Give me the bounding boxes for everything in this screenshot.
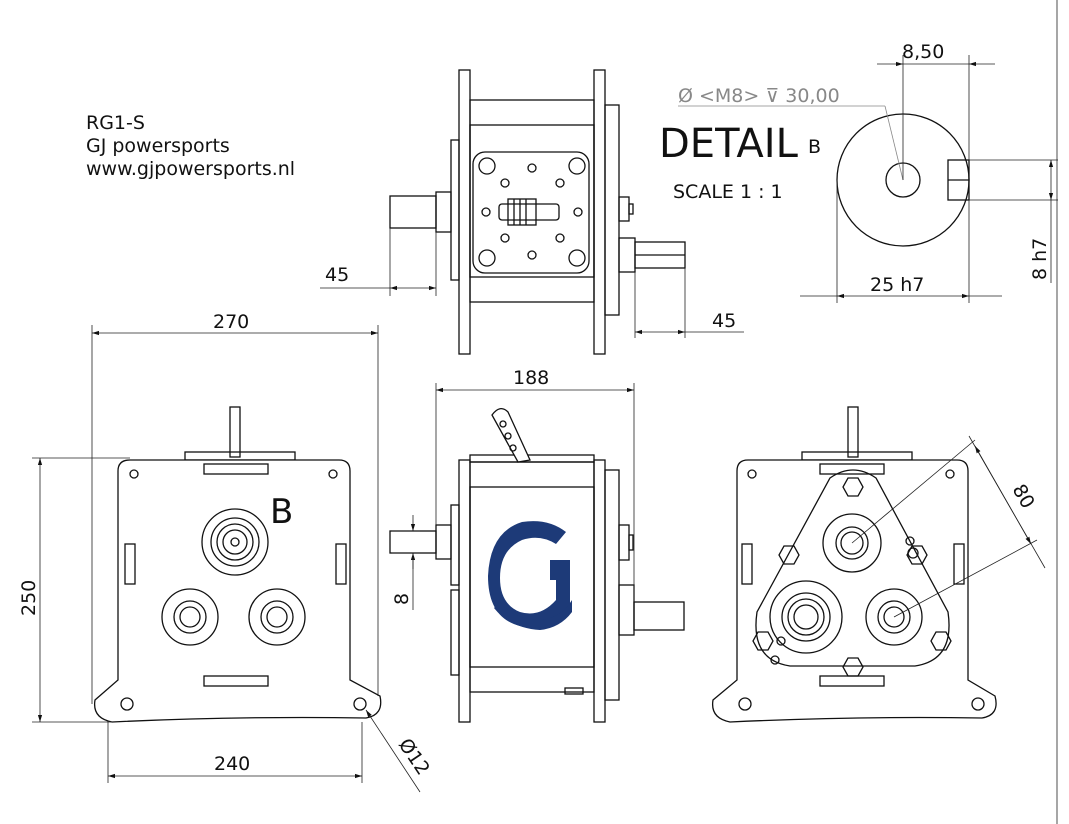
front-upper-bearing (201, 508, 269, 576)
dim-side-188: 188 (435, 367, 635, 602)
dim-base-240: 240 (107, 722, 363, 783)
dim-hole-12: Ø12 (365, 709, 434, 793)
dim-top-left-45: 45 (320, 228, 437, 296)
detail-callout: B (270, 492, 293, 532)
front-lower-right-bearing (248, 588, 306, 646)
svg-text:45: 45 (325, 264, 349, 286)
svg-text:25 h7: 25 h7 (870, 274, 924, 296)
detail-letter: B (808, 136, 821, 158)
detail-heading: DETAIL (659, 121, 799, 167)
dim-width-270: 270 (91, 311, 379, 704)
model-name: RG1-S (86, 112, 145, 134)
title-block: RG1-S GJ powersports www.gjpowersports.n… (86, 112, 295, 180)
top-view (389, 69, 686, 355)
detail-b: DETAIL B SCALE 1 : 1 Ø <M8> ⊽ 30,00 8,50… (659, 41, 1058, 303)
shift-lever (491, 408, 531, 463)
front-lower-left-bearing (161, 588, 219, 646)
svg-text:240: 240 (214, 753, 250, 775)
svg-text:Ø12: Ø12 (394, 734, 434, 779)
dim-top-right-45: 45 (634, 268, 744, 338)
svg-text:80: 80 (1008, 481, 1039, 513)
rear-view (711, 406, 997, 723)
svg-text:250: 250 (18, 580, 40, 616)
side-view (389, 408, 685, 723)
dim-height-250: 250 (18, 457, 130, 723)
rear-lower-left-bearing (769, 580, 843, 654)
svg-text:8: 8 (391, 593, 413, 605)
svg-text:8 h7: 8 h7 (1029, 238, 1051, 280)
gj-logo (488, 521, 572, 630)
svg-text:270: 270 (213, 311, 249, 333)
dim-side-8: 8 (391, 515, 420, 610)
svg-text:8,50: 8,50 (902, 41, 944, 63)
rear-upper-bearing (822, 513, 882, 573)
svg-text:45: 45 (712, 310, 736, 332)
front-view: B (93, 406, 382, 723)
rear-lower-right-bearing (865, 588, 923, 646)
company-url: www.gjpowersports.nl (86, 158, 295, 180)
company-name: GJ powersports (86, 135, 230, 157)
detail-scale: SCALE 1 : 1 (673, 181, 783, 203)
svg-text:188: 188 (513, 367, 549, 389)
svg-text:Ø <M8> ⊽ 30,00: Ø <M8> ⊽ 30,00 (678, 85, 840, 107)
